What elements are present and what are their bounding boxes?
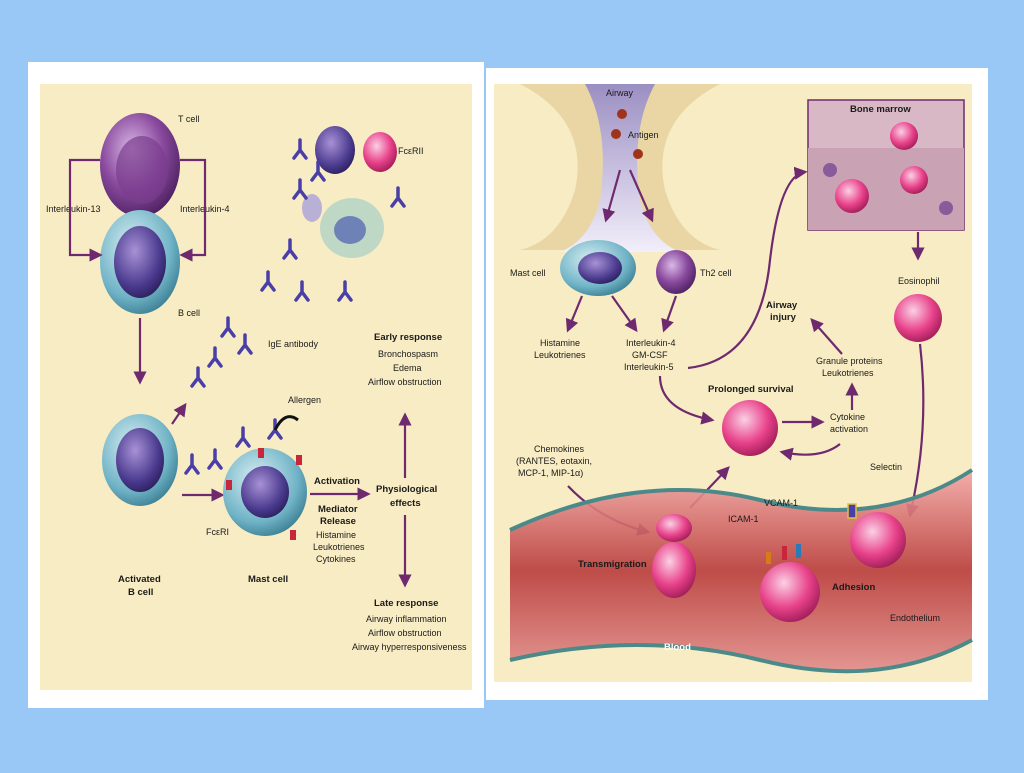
mediator-release-label-2: Release — [320, 516, 356, 527]
icam-label: ICAM-1 — [728, 514, 759, 524]
granule-leukotrienes-label: Leukotrienes — [822, 368, 874, 378]
right-mast-cell-icon — [560, 240, 636, 296]
chemokines-list-1: (RANTES, eotaxin, — [516, 456, 592, 466]
vcam-label: VCAM-1 — [764, 498, 798, 508]
transmigration-label: Transmigration — [578, 559, 647, 570]
early-response-item: Bronchospasm — [378, 349, 438, 359]
antigen-label: Antigen — [628, 130, 659, 140]
bone-marrow-tissue — [808, 148, 964, 230]
chemokines-label: Chemokines — [534, 444, 585, 454]
activated-b-cell-label-1: Activated — [118, 574, 161, 585]
late-response-item: Airflow obstruction — [368, 628, 442, 638]
physiological-effects-label-1: Physiological — [376, 484, 437, 495]
interleukin-5-label: Interleukin-5 — [624, 362, 674, 372]
early-response-title: Early response — [374, 332, 442, 343]
fceri-ii-label: FcεRII — [398, 146, 424, 156]
histamine-label: Histamine — [540, 338, 580, 348]
mast-to-cytokines-arrow — [611, 295, 638, 333]
activation-label: activation — [830, 424, 868, 434]
fceri-label: FcεRI — [206, 527, 229, 537]
th2-cell-icon — [656, 250, 696, 294]
to-prolonged-survival-arrow — [658, 375, 715, 425]
late-response-item: Airway hyperresponsiveness — [352, 642, 467, 652]
interleukin-4-r-label: Interleukin-4 — [626, 338, 676, 348]
mast-cell-label: Mast cell — [248, 574, 288, 585]
to-airway-injury-arrow — [810, 318, 843, 355]
fceri-cells-icon — [302, 126, 397, 258]
airway-label: Airway — [606, 88, 634, 98]
blood-vessel — [510, 470, 972, 672]
endothelium-label: Endothelium — [890, 613, 940, 623]
activation-label: Activation — [314, 476, 360, 487]
mediator-leukotrienes: Leukotrienes — [313, 542, 365, 552]
prolonged-survival-eosinophil-icon — [722, 400, 778, 456]
b-cell-icon — [100, 210, 180, 314]
eosinophil-icon — [894, 294, 942, 342]
eosinophil-label: Eosinophil — [898, 276, 940, 286]
blood-label: Blood — [664, 642, 691, 653]
late-response-title: Late response — [374, 598, 438, 609]
vessel-wall-top — [509, 468, 974, 532]
antigen-to-mast-arrow — [602, 169, 622, 223]
early-response-item: Edema — [393, 363, 422, 373]
to-bone-marrow-arrow — [687, 166, 808, 370]
transmigrating-eosinophil-icon — [652, 514, 696, 598]
mast-cell-icon — [223, 448, 307, 540]
adhering-eosinophil-icon — [760, 544, 820, 622]
leukotrienes-label: Leukotrienes — [534, 350, 586, 360]
b-cell-label: B cell — [178, 308, 200, 318]
mediator-cytokines: Cytokines — [316, 554, 356, 564]
selectin-eosinophil-icon — [847, 503, 906, 568]
chemokines-list-2: MCP-1, MIP-1α) — [518, 468, 583, 478]
allergen-label: Allergen — [288, 395, 321, 405]
th2-to-cytokines-arrow — [661, 295, 678, 333]
t-cell-icon — [100, 113, 180, 217]
late-response-item: Airway inflammation — [366, 614, 447, 624]
airway-lumen — [560, 84, 680, 252]
il13-arrow — [68, 158, 103, 262]
il4-arrow — [179, 158, 207, 262]
airway-injury-label-2: injury — [770, 312, 797, 323]
physiological-effects-label-2: effects — [390, 498, 421, 509]
mediator-histamine: Histamine — [316, 530, 356, 540]
airway-injury-label-1: Airway — [766, 300, 798, 311]
gm-csf-label: GM-CSF — [632, 350, 668, 360]
right-mast-cell-label: Mast cell — [510, 268, 546, 278]
th2-cell-label: Th2 cell — [700, 268, 732, 278]
eosinophil-to-vessel-arrow — [905, 343, 925, 518]
ige-release-arrow — [171, 402, 187, 425]
antigen-to-th2-arrow — [628, 169, 654, 223]
bone-marrow-label: Bone marrow — [850, 104, 911, 115]
bone-marrow-cells-icon — [823, 122, 953, 215]
prolonged-survival-label: Prolonged survival — [708, 384, 794, 395]
vessel-wall-bottom — [509, 638, 973, 674]
cytokine-label: Cytokine — [830, 412, 865, 422]
activated-b-cell-label-2: B cell — [128, 587, 153, 598]
interleukin-13-label: Interleukin-13 — [46, 204, 101, 214]
mast-to-histamine-arrow — [565, 295, 584, 333]
early-response-item: Airflow obstruction — [368, 377, 442, 387]
selectin-label: Selectin — [870, 462, 902, 472]
granule-proteins-label: Granule proteins — [816, 356, 883, 366]
adhesion-label: Adhesion — [832, 582, 875, 593]
allergen-icon — [273, 415, 299, 431]
cytokine-feedback-arrow — [779, 443, 841, 461]
t-cell-label: T cell — [178, 114, 199, 124]
ige-antibody-label: IgE antibody — [268, 339, 319, 349]
antigen-icon — [611, 109, 643, 159]
mediator-release-label-1: Mediator — [318, 504, 358, 515]
activated-b-cell-icon — [102, 414, 178, 506]
